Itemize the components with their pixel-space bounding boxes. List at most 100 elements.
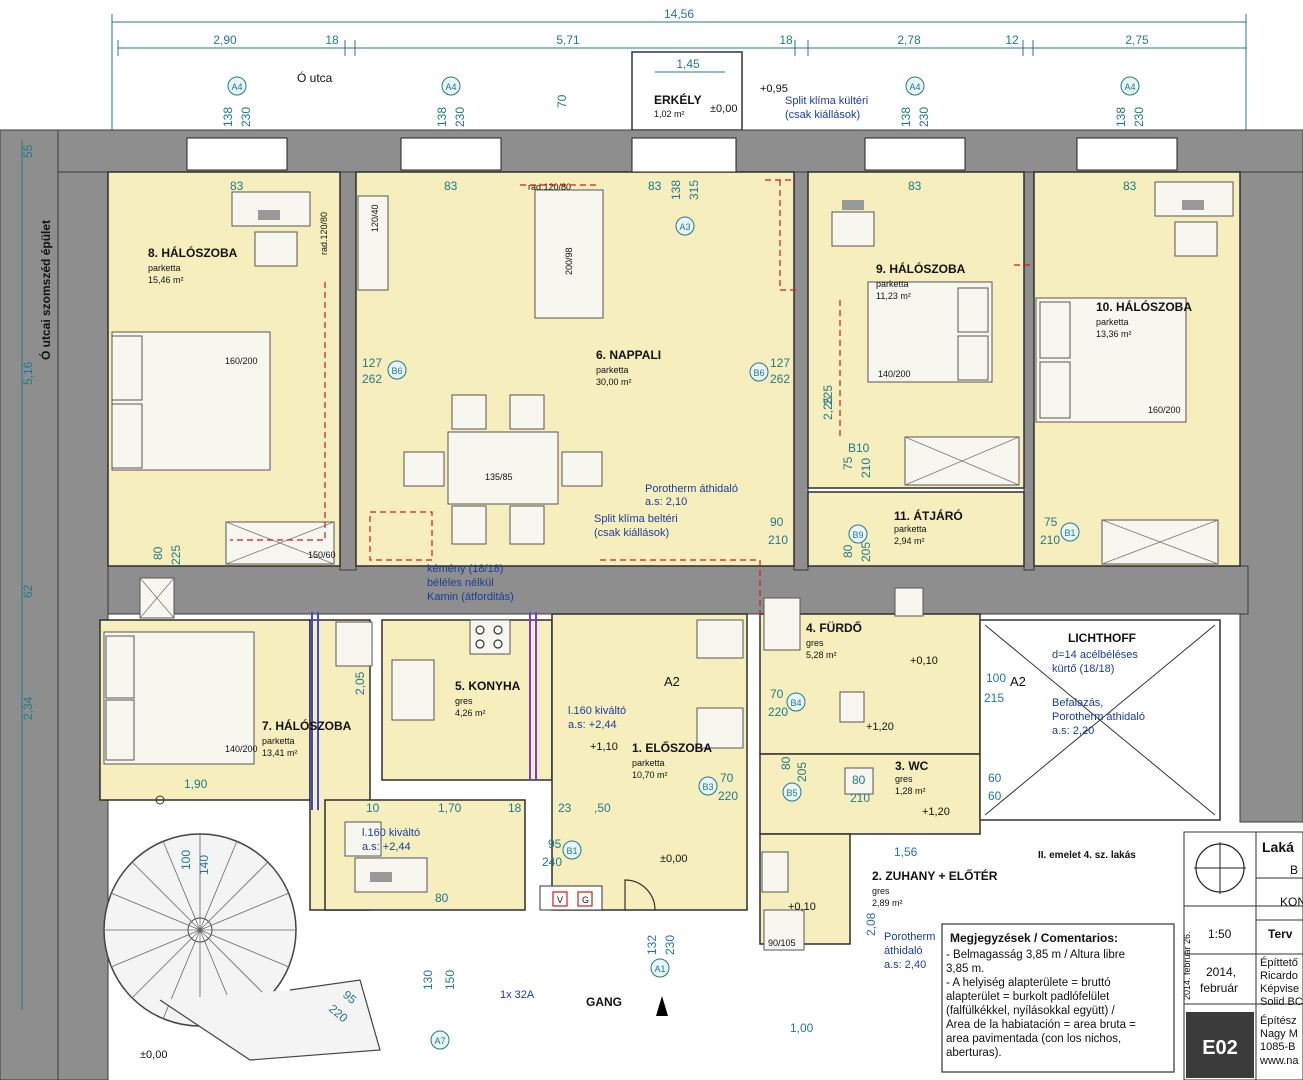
wardrobe-8-size: 150/60 <box>308 550 336 560</box>
level-120-bath: +1,20 <box>866 721 894 733</box>
window-d2-5: 230 <box>1132 107 1146 127</box>
shelf-size: 120/40 <box>370 204 380 232</box>
wc-vent-d2: 60 <box>988 789 1002 803</box>
window-tag-3: A3 <box>679 222 690 232</box>
stair-d2: 140 <box>197 855 211 875</box>
balcony-level: ±0,00 <box>710 103 737 115</box>
room-11-area: 2,94 m² <box>894 536 925 546</box>
porotherm-1-line2: a.s: 2,10 <box>645 496 687 508</box>
entrance: V G A1 132 230 A7 130 150 1x 32A GANG II… <box>421 850 1136 1050</box>
room-5-area: 4,26 m² <box>455 708 486 718</box>
door-b6b-d2: 262 <box>770 372 790 386</box>
entrance-tag: A1 <box>654 964 665 974</box>
tb-terv: Terv <box>1268 927 1293 941</box>
door-b3-d1: 70 <box>720 771 734 785</box>
lichthoff-title: LICHTHOFF <box>1068 631 1136 645</box>
door-b1-tag: B1 <box>566 846 577 856</box>
lichthoff-line1: d=14 acélbéléses <box>1052 649 1138 661</box>
door-b6b-d1: 127 <box>770 356 790 370</box>
neighbor-label: Ó utcai szomszéd épület <box>38 220 53 360</box>
level-110: +1,10 <box>590 741 618 753</box>
room-2-floor: gres <box>872 886 890 896</box>
gang-label: GANG <box>586 995 622 1009</box>
shower-size: 90/105 <box>768 938 796 948</box>
tb-rot-date: 2014. február 26. <box>1182 931 1192 1000</box>
door-b5-d2: 205 <box>795 762 809 782</box>
dim-seg-2: 18 <box>325 33 339 47</box>
lintel-2-line2: a.s: +2,44 <box>362 841 411 853</box>
dim-150: ,50 <box>594 801 611 815</box>
room-3-area: 1,28 m² <box>895 786 926 796</box>
rad-6-label: rad.120/80 <box>528 182 571 192</box>
room-11-floor: parketta <box>894 524 927 534</box>
meter-label: 1x 32A <box>500 989 535 1001</box>
stair-width: 1,90 <box>184 777 208 791</box>
room-8-area: 15,46 m² <box>148 275 184 285</box>
table-size: 135/85 <box>485 472 513 482</box>
north-arrow-icon <box>656 996 668 1016</box>
room-8-name: 8. HÁLÓSZOBA <box>148 245 238 260</box>
dim-205: 2,05 <box>353 671 367 695</box>
room-4-floor: gres <box>806 638 824 648</box>
room-9-area: 11,23 m² <box>876 291 911 301</box>
tb-addr: 1085-B <box>1260 1041 1295 1053</box>
door-b7-d2: 210 <box>768 533 788 547</box>
tb-b: B <box>1290 863 1298 877</box>
dim-170: 1,70 <box>438 801 462 815</box>
door-labels: 127 262 B6 127 262 B6 225 B10 75 210 B9 … <box>362 356 1080 869</box>
window-tag-2: A4 <box>445 82 456 92</box>
door-b10-tag: B10 <box>848 441 870 455</box>
room-5-floor: gres <box>455 696 473 706</box>
stair-level: ±0,00 <box>140 1049 167 1061</box>
lintel-1-line2: a.s: +2,44 <box>568 719 617 731</box>
utility-v: V <box>557 895 563 905</box>
room-1-floor: parketta <box>632 758 665 768</box>
notes-l7: area pavimentada (con los nichos, <box>946 1033 1121 1045</box>
window-tag-5: A4 <box>1124 82 1135 92</box>
room-1-name: 1. ELŐSZOBA <box>632 740 712 755</box>
porotherm-2-line2: áthidaló <box>884 945 923 957</box>
room-4-name: 4. FÜRDŐ <box>806 620 862 635</box>
door-b6a-tag: B6 <box>391 366 402 376</box>
annotations: Porotherm áthidaló a.s: 2,10 Split klíma… <box>151 396 1145 1035</box>
tb-nagy: Nagy M <box>1260 1028 1298 1040</box>
window-w-2: 83 <box>444 179 458 193</box>
door-b6b-tag: B6 <box>753 368 764 378</box>
dim-208: 2,08 <box>864 912 878 936</box>
light-door-d1: 100 <box>986 671 1006 685</box>
tb-date: 2014, <box>1206 965 1236 979</box>
window-labels: A4 138 230 83 A4 138 230 83 A3 138 315 8… <box>221 76 1146 236</box>
title-block: Laká B KON 1:50 Terv 2014, február 2014.… <box>1182 831 1303 1080</box>
room-1 <box>551 613 748 911</box>
room-10-name: 10. HÁLÓSZOBA <box>1096 299 1192 314</box>
level-010-bath: +0,10 <box>910 655 938 667</box>
room-11 <box>807 491 1025 567</box>
door-b9-tag: B9 <box>852 530 863 540</box>
bed-7-size: 140/200 <box>225 744 258 754</box>
window-d1-4: 138 <box>899 107 913 127</box>
tb-sheet: E02 <box>1202 1037 1238 1059</box>
balcony-depth: 70 <box>555 94 569 108</box>
tb-epitesz: Építész <box>1260 1014 1297 1027</box>
porotherm-2-line3: a.s: 2,40 <box>884 959 926 971</box>
window-w-1: 83 <box>230 179 244 193</box>
room-labels: 8. HÁLÓSZOBA parketta 15,46 m² 6. NAPPAL… <box>148 245 1192 908</box>
balcony: 1,45 70 ERKÉLY 1,02 m² ±0,00 +0,95 Split… <box>555 51 868 131</box>
door-b4-d2: 220 <box>768 705 788 719</box>
entrance-d4: 150 <box>443 970 457 990</box>
porotherm-1-line1: Porotherm áthidaló <box>645 483 738 495</box>
door-b8-tag: B1 <box>1064 528 1075 538</box>
top-dimensions: 14,56 2,90 18 5,71 18 2,78 12 2,75 <box>111 7 1247 130</box>
door-b8-d1: 75 <box>1044 515 1058 529</box>
room-1-area: 10,70 m² <box>632 770 668 780</box>
stair-d1: 100 <box>179 850 193 870</box>
lichthoff-line5: a.s: 2,20 <box>1052 725 1094 737</box>
room-4-area: 5,28 m² <box>806 650 837 660</box>
notes-l2: 3,85 m. <box>946 963 984 975</box>
room-9-floor: parketta <box>876 279 909 289</box>
door-b10-d2: 210 <box>859 458 873 478</box>
door-b3-tag: B3 <box>702 782 713 792</box>
tb-lak: Laká <box>1262 839 1294 855</box>
tb-www: www.na <box>1259 1055 1299 1067</box>
